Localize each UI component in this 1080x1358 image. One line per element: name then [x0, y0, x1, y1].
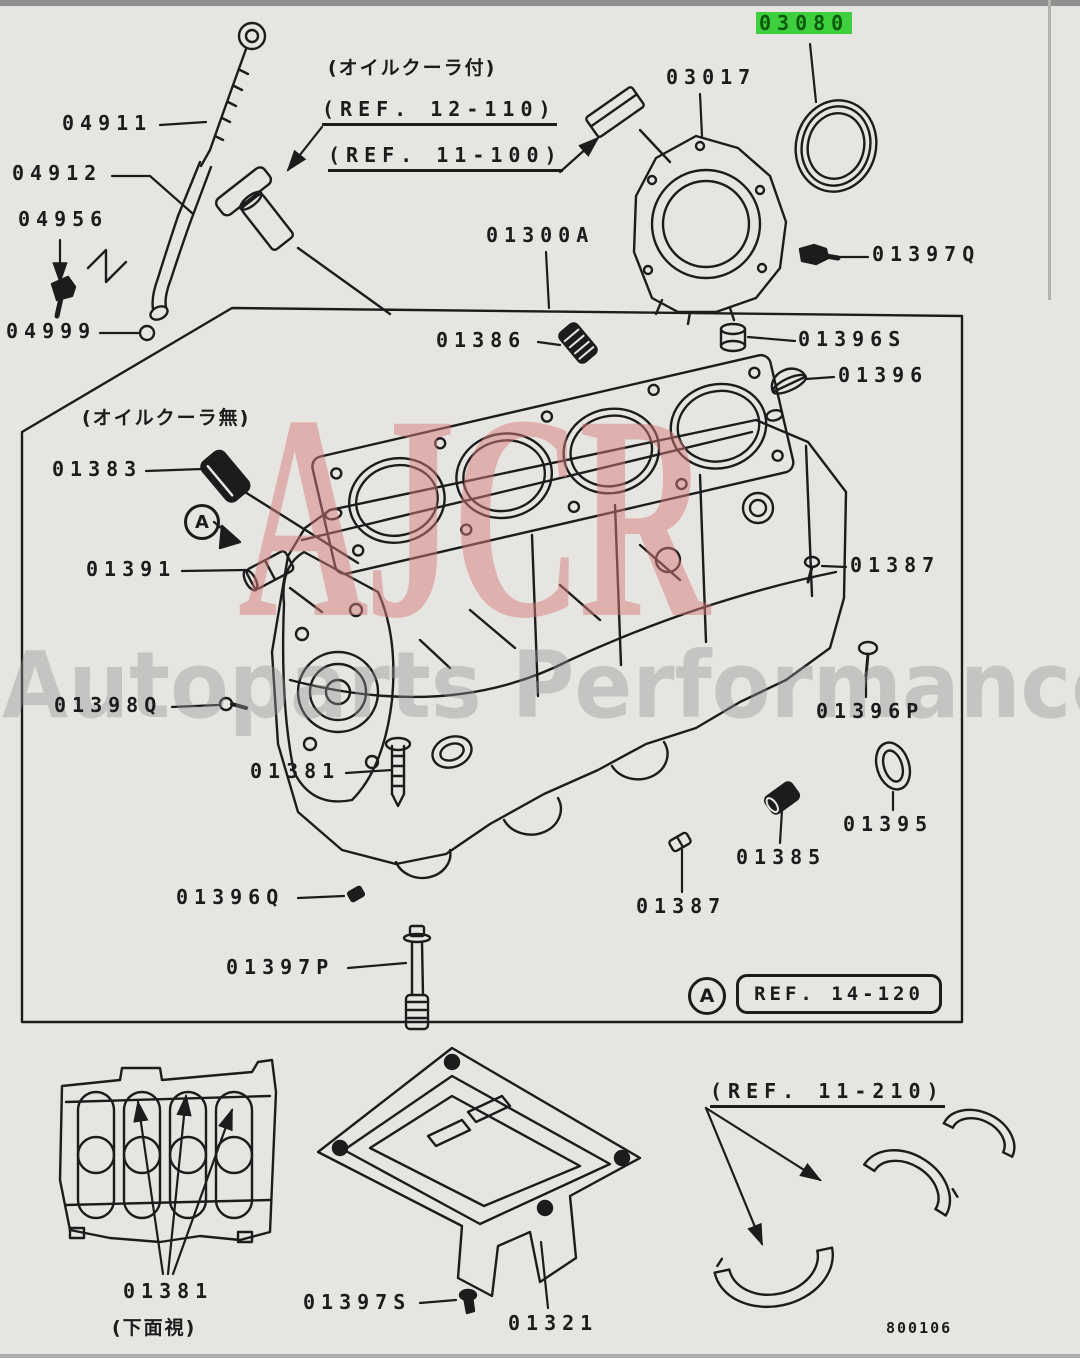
part-label-23-01387: 01387	[636, 894, 727, 918]
part-label-12-01396S: 01396S	[798, 327, 907, 351]
part-label-5-REF12110: (REF. 12-110)	[322, 98, 557, 126]
dowel-01387-bottom-drawing	[668, 831, 692, 853]
pin-01396p-drawing	[857, 640, 879, 678]
part-label-14-: (オイルクーラ無)	[82, 407, 251, 429]
bearing-shells-drawing	[713, 1108, 1016, 1309]
plug-01396q-drawing	[346, 885, 366, 903]
scan-edge-right	[1048, 0, 1051, 300]
leader-lines	[52, 42, 895, 1310]
plug-01385-drawing	[763, 781, 801, 815]
part-label-27-: (下面視)	[112, 1317, 197, 1339]
part-label-29-01321: 01321	[508, 1311, 599, 1335]
part-label-7-03017: 03017	[666, 65, 757, 89]
part-label-25-01397P: 01397P	[226, 955, 335, 979]
bolt-01398q-drawing	[218, 696, 248, 712]
bolt-01397s-drawing	[458, 1288, 478, 1315]
detail-marker-letter: A	[699, 985, 715, 1007]
part-label-2-04956: 04956	[18, 207, 109, 231]
cap-01386-drawing	[558, 322, 598, 364]
part-label-11-01386: 01386	[436, 328, 527, 352]
cap-01396-drawing	[770, 367, 808, 395]
detail-marker-a: A	[184, 504, 220, 540]
cap-01396s-drawing	[719, 322, 747, 353]
oil-level-gauge-drawing	[50, 21, 267, 342]
part-label-28-01397S: 01397S	[303, 1290, 412, 1314]
part-label-24-01396Q: 01396Q	[176, 885, 285, 909]
part-label-26-01381: 01381	[123, 1279, 214, 1303]
part-label-21-01381: 01381	[250, 759, 341, 783]
part-label-3-04999: 04999	[6, 319, 97, 343]
part-label-15-01383: 01383	[52, 457, 143, 481]
part-label-17-01387: 01387	[850, 553, 941, 577]
detail-marker-a: A	[688, 977, 726, 1015]
part-label-22-01385: 01385	[736, 845, 827, 869]
part-label-18-01398Q: 01398Q	[54, 693, 163, 717]
part-label-20-01395: 01395	[843, 812, 934, 836]
part-label-13-01396: 01396	[838, 363, 929, 387]
diagram-frame	[20, 306, 964, 1024]
bedplate-bottom-view-drawing	[58, 1058, 278, 1244]
baffle-plate-drawing	[316, 1046, 642, 1298]
part-label-0-04911: 04911	[62, 111, 153, 135]
part-label-30-REF11210: (REF. 11-210)	[710, 1080, 945, 1108]
pin-01387-right-drawing	[803, 555, 821, 584]
part-label-9-01397Q: 01397Q	[872, 242, 981, 266]
bolt-01381-drawing	[384, 736, 412, 808]
part-label-6-REF11100: (REF. 11-100)	[328, 144, 563, 172]
detail-marker-letter: A	[195, 511, 209, 533]
oil-jet-drawing	[585, 86, 672, 164]
ref-box-label: REF. 14-120	[754, 983, 924, 1005]
rear-seal-case-drawing	[632, 134, 788, 326]
cylinder-block-drawing	[270, 418, 848, 880]
part-label-4-: (オイルクーラ付)	[328, 57, 497, 79]
oring-03080-drawing	[794, 99, 878, 193]
part-label-19-01396P: 01396P	[816, 699, 925, 723]
part-label-16-01391: 01391	[86, 557, 177, 581]
plug-01383-drawing	[200, 449, 360, 565]
part-label-8-03080: 03080	[756, 12, 853, 34]
part-label-1-04912: 04912	[12, 161, 103, 185]
part-label-10-01300A: 01300A	[486, 223, 595, 247]
scan-edge-top	[0, 0, 1080, 6]
ring-01395-drawing	[874, 741, 912, 791]
bolt-01397p-drawing	[402, 924, 432, 1031]
ref-14-120-box: REF. 14-120	[736, 974, 942, 1014]
part-label-31-800106: 800106	[886, 1319, 953, 1337]
scan-edge-bottom	[0, 1354, 1080, 1358]
bolt-01397q-drawing	[798, 243, 841, 266]
oil-cooler-joint-drawing	[214, 166, 392, 316]
